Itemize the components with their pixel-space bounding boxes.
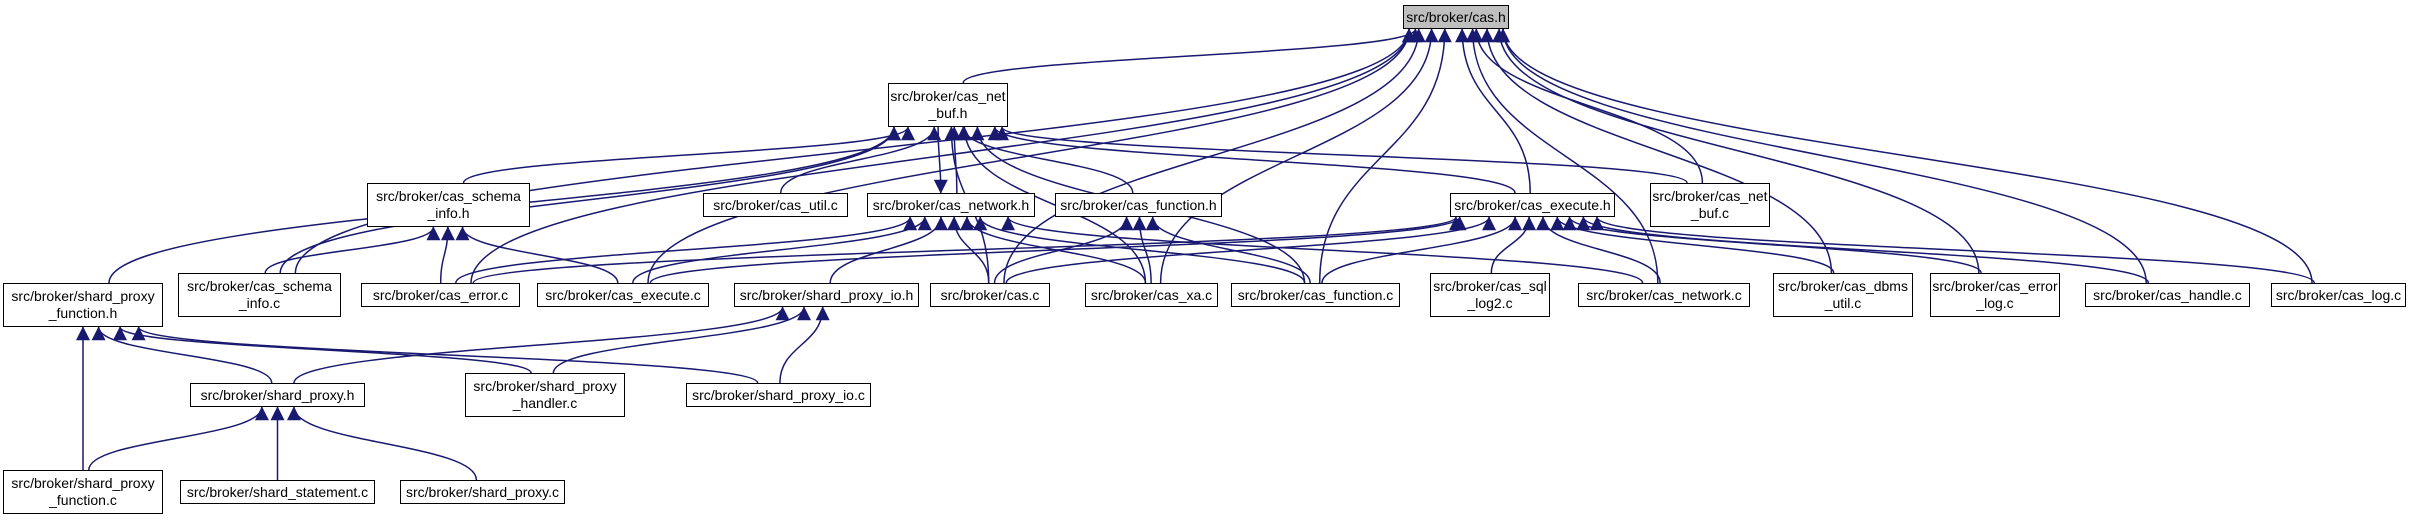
edge-cas-xa-c-to-cas-net-buf-h [957,126,1147,284]
edge-cas-network-c-to-cas-network-h [1001,216,1644,284]
edge-shard-proxy-c-to-shard-proxy-h [286,406,478,481]
edge-cas-net-buf-c-to-cas-h [1469,28,1704,184]
edge-cas-function-c-to-cas-network-h [973,216,1306,284]
edge-cas-execute-c-to-cas-execute-h [649,216,1467,284]
edge-cas-xa-c-to-cas-h [1159,28,1439,284]
edge-cas-c-to-cas-execute-h [1005,216,1496,284]
edge-shard-proxy-io-c-to-shard-proxy-function-h [131,326,759,384]
graph-node-cas-net-buf-c[interactable]: src/broker/cas_net _buf.c [1650,183,1770,227]
edge-cas-xa-c-to-cas-function-h [1132,216,1152,284]
edge-cas-handle-c-to-cas-execute-h [1576,216,2150,284]
edge-cas-log-c-to-cas-execute-h [1590,216,2316,284]
edge-cas-error-c-to-cas-network-h [455,216,918,284]
graph-node-cas-execute-c[interactable]: src/broker/cas_execute.c [537,283,709,307]
edge-cas-function-c-to-cas-execute-h [1321,216,1523,284]
graph-node-shard-proxy-function-h[interactable]: src/broker/shard_proxy _function.h [3,283,163,327]
edge-shard-proxy-io-h-to-cas-network-h [829,216,948,284]
edge-cas-schema-info-c-to-cas-net-buf-h [279,126,901,274]
edge-cas-error-c-to-cas-h [470,28,1416,284]
graph-node-cas-dbms-util-c[interactable]: src/broker/cas_dbms _util.c [1773,273,1913,317]
graph-node-cas-execute-h[interactable]: src/broker/cas_execute.h [1450,193,1615,217]
graph-node-cas-network-h[interactable]: src/broker/cas_network.h [867,193,1035,217]
edge-cas-schema-info-c-to-cas-h [294,28,1416,274]
edge-shard-proxy-h-to-shard-proxy-function-h [91,326,273,384]
edge-cas-net-buf-c-to-cas-net-buf-h [995,126,1688,184]
edge-cas-network-c-to-cas-execute-h [1536,216,1661,284]
graph-node-cas-util-c[interactable]: src/broker/cas_util.c [703,193,848,217]
edge-cas-schema-info-h-to-cas-net-buf-h [462,126,915,184]
edge-cas-function-h-to-cas-net-buf-h [956,126,1134,194]
graph-node-cas-sql-log2-c[interactable]: src/broker/cas_sql _log2.c [1430,273,1550,317]
graph-node-cas-network-c[interactable]: src/broker/cas_network.c [1578,283,1750,307]
edge-cas-execute-c-to-cas-network-h [632,216,932,284]
graph-node-cas-function-c[interactable]: src/broker/cas_function.c [1231,283,1400,307]
graph-node-cas-error-c[interactable]: src/broker/cas_error.c [361,283,520,307]
edge-shard-proxy-io-c-to-shard-proxy-io-h [779,306,830,384]
edge-cas-log-c-to-cas-h [1496,28,2313,284]
graph-node-cas-c[interactable]: src/broker/cas.c [930,283,1050,307]
graph-node-shard-proxy-c[interactable]: src/broker/shard_proxy.c [400,480,565,504]
graph-node-cas-xa-c[interactable]: src/broker/cas_xa.c [1085,283,1218,307]
edge-cas-dbms-util-c-to-cas-h [1480,28,1833,274]
edge-cas-handle-c-to-cas-h [1496,28,2147,284]
edge-cas-net-buf-h-to-cas-h [962,28,1423,84]
edge-cas-execute-c-to-cas-schema-info-h [455,226,619,284]
graph-node-cas-error-log-c[interactable]: src/broker/cas_error _log.c [1930,273,2060,317]
graph-node-shard-proxy-io-c[interactable]: src/broker/shard_proxy_io.c [686,383,871,407]
graph-node-cas-log-c[interactable]: src/broker/cas_log.c [2271,283,2406,307]
graph-node-cas-function-h[interactable]: src/broker/cas_function.h [1055,193,1222,217]
edge-cas-error-log-c-to-cas-h [1492,28,1980,274]
graph-node-shard-proxy-handler-c[interactable]: src/broker/shard_proxy _handler.c [465,373,625,417]
graph-node-shard-proxy-h[interactable]: src/broker/shard_proxy.h [190,383,365,407]
edge-cas-execute-h-to-cas-h [1455,28,1531,194]
graph-node-cas-net-buf-h[interactable]: src/broker/cas_net _buf.h [888,83,1008,127]
graph-node-cas-handle-c[interactable]: src/broker/cas_handle.c [2085,283,2250,307]
edge-cas-sql-log2-c-to-cas-execute-h [1490,216,1537,274]
graph-node-cas-schema-info-c[interactable]: src/broker/cas_schema _info.c [178,273,341,317]
edge-cas-schema-info-c-to-cas-schema-info-h [264,226,441,274]
edge-cas-util-c-to-cas-net-buf-h [779,126,942,194]
edge-cas-error-c-to-cas-execute-h [472,216,1463,284]
graph-node-shard-statement-c[interactable]: src/broker/shard_statement.c [180,480,375,504]
graph-node-shard-proxy-function-c[interactable]: src/broker/shard_proxy _function.c [3,470,163,514]
edge-cas-network-c-to-cas-h [1465,28,1659,284]
graph-node-cas-schema-info-h[interactable]: src/broker/cas_schema _info.h [367,183,530,227]
edge-cas-execute-h-to-cas-net-buf-h [988,126,1516,194]
edge-shard-proxy-function-c-to-shard-proxy-h [88,406,269,471]
edge-cas-net-buf-h-to-cas-network-h [933,126,948,194]
edge-shard-proxy-h-to-shard-proxy-io-h [293,306,790,384]
edge-cas-function-c-to-cas-function-h [1145,216,1311,284]
graph-node-cas-h[interactable]: src/broker/cas.h [1403,5,1509,29]
edge-shard-proxy-handler-c-to-shard-proxy-io-h [552,306,811,374]
graph-node-shard-proxy-io-h[interactable]: src/broker/shard_proxy_io.h [734,283,919,307]
edge-cas-error-c-to-cas-schema-info-h [439,226,455,284]
